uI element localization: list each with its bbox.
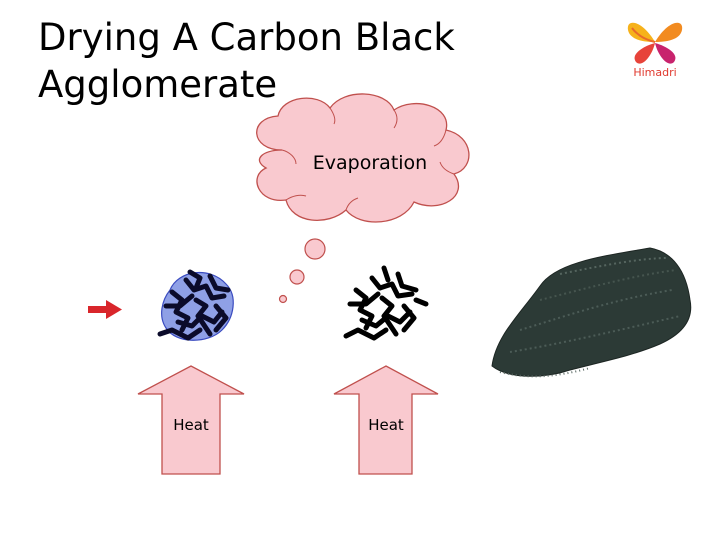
himadri-logo: Himadri (622, 16, 688, 86)
title-line-2: Agglomerate (38, 63, 278, 106)
red-pointer-arrow-icon (88, 300, 122, 319)
heat-arrow-right-icon (333, 365, 439, 475)
heat-arrow-left-icon (137, 365, 245, 475)
logo-text: Himadri (633, 66, 677, 79)
heat-label-left: Heat (173, 416, 209, 434)
evaporation-label: Evaporation (312, 152, 428, 174)
thought-bubbles (278, 238, 326, 304)
title-line-1: Drying A Carbon Black (38, 16, 455, 59)
evaporation-cloud (256, 93, 470, 223)
dry-agglomerate (343, 265, 429, 341)
butterfly-logo-icon (627, 22, 683, 64)
heat-label-right: Heat (368, 416, 404, 434)
wet-agglomerate (157, 269, 234, 341)
slide-title: Drying A Carbon Black Agglomerate (38, 14, 558, 108)
dried-carbon-black-mass (491, 247, 692, 378)
